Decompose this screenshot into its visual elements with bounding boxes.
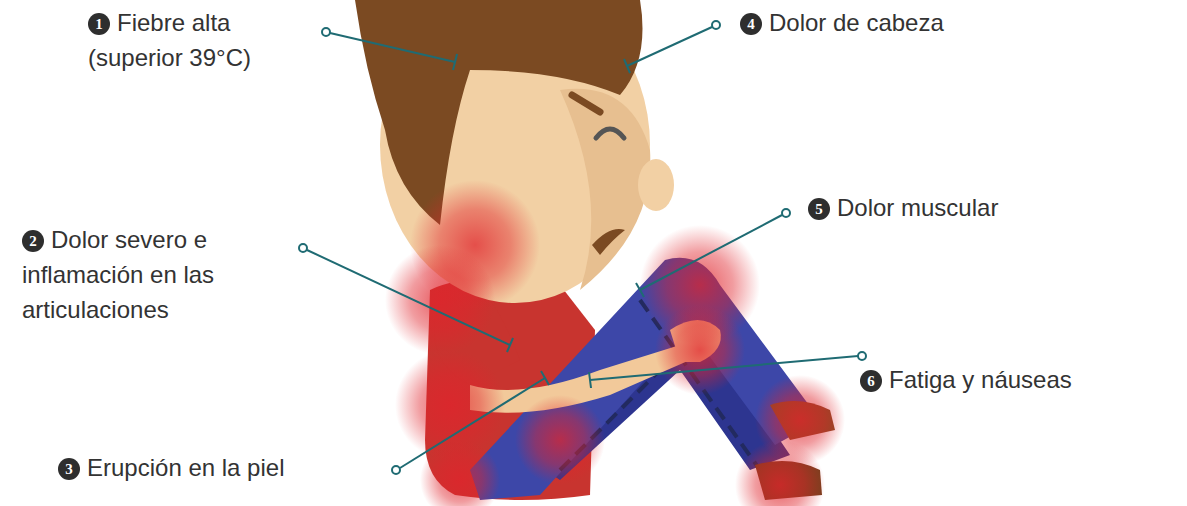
symptom-label: Fatiga y náuseas [889, 366, 1072, 393]
symptom-label: Erupción en la piel [87, 454, 284, 481]
callout-number: 4 [740, 13, 762, 35]
callout-number: 3 [58, 458, 80, 480]
ear [638, 159, 674, 211]
symptom-callout: 2Dolor severo e inflamación en las artic… [22, 222, 287, 327]
symptom-label: Dolor de cabeza [769, 9, 944, 36]
symptom-callout: 6 Fatiga y náuseas [860, 362, 1180, 397]
symptom-label: Dolor severo e inflamación en las articu… [22, 226, 214, 323]
eyebrow [572, 95, 600, 112]
mouth [592, 229, 625, 255]
callout-number: 1 [88, 13, 110, 35]
symptom-callout: 1Fiebre alta (superior 39°C) [88, 5, 313, 75]
callout-number: 6 [860, 370, 882, 392]
symptom-label: Fiebre alta (superior 39°C) [88, 9, 251, 71]
symptom-callout: 3 Erupción en la piel [58, 450, 398, 485]
closed-eye [596, 129, 624, 138]
face-shade [560, 89, 650, 290]
leader-lines [299, 21, 866, 474]
inflammation-glow [385, 180, 845, 506]
symptom-label: Dolor muscular [837, 194, 998, 221]
symptom-callout: 5 Dolor muscular [808, 190, 1108, 225]
callout-number: 2 [22, 230, 44, 252]
callout-number: 5 [808, 198, 830, 220]
symptom-callout: 4 Dolor de cabeza [740, 5, 1040, 40]
